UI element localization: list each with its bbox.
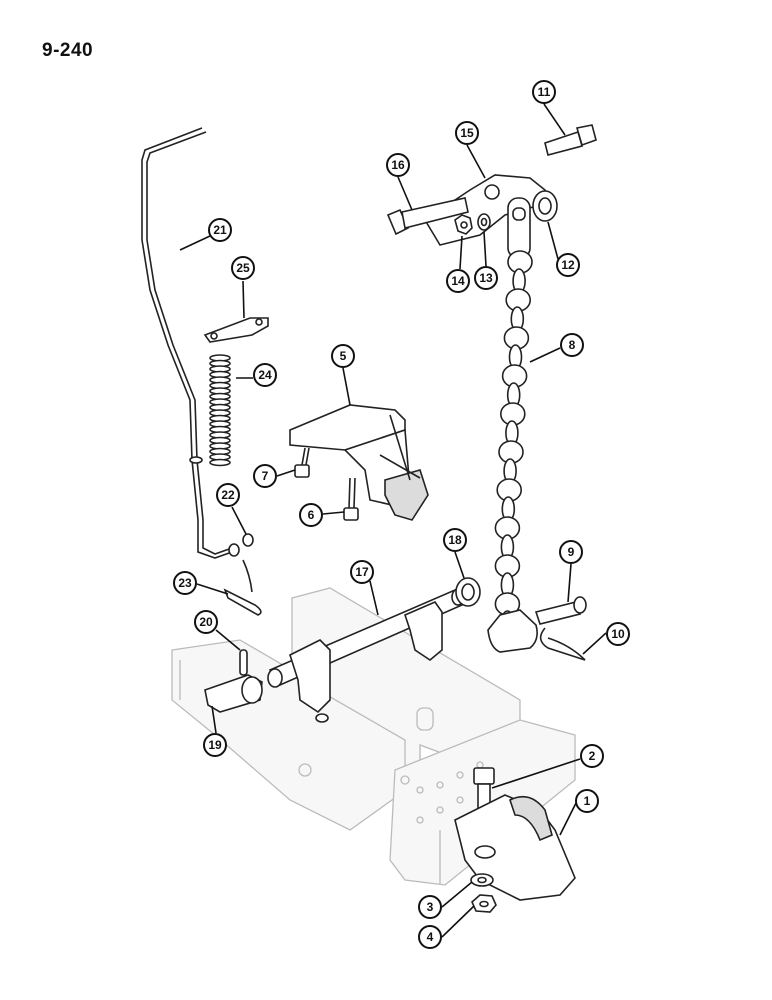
part-3-washer bbox=[470, 873, 494, 887]
callout-label: 19 bbox=[208, 738, 222, 752]
part-24-spring bbox=[209, 354, 231, 467]
callout-label: 3 bbox=[427, 900, 434, 914]
callout-label: 7 bbox=[262, 469, 269, 483]
callout-18: 18 bbox=[443, 528, 467, 552]
callout-13: 13 bbox=[474, 266, 498, 290]
part-9-pin bbox=[534, 596, 587, 625]
callout-15: 15 bbox=[455, 121, 479, 145]
callout-label: 23 bbox=[178, 576, 192, 590]
part-5-bracket bbox=[289, 404, 429, 521]
callout-10: 10 bbox=[606, 622, 630, 646]
callout-label: 8 bbox=[569, 338, 576, 352]
part-21-rod bbox=[141, 127, 240, 559]
callout-label: 4 bbox=[427, 930, 434, 944]
callout-label: 6 bbox=[308, 508, 315, 522]
callout-label: 18 bbox=[448, 533, 462, 547]
callouts: 1 2 3 4 5 6 7 8 9 10 11 12 13 14 15 16 1… bbox=[173, 80, 630, 949]
callout-17: 17 bbox=[350, 560, 374, 584]
part-20-roll-pin bbox=[239, 649, 248, 676]
part-19-arm bbox=[204, 674, 263, 713]
callout-label: 24 bbox=[258, 368, 272, 382]
part-23-cotter-pin bbox=[223, 559, 262, 616]
callout-8: 8 bbox=[560, 333, 584, 357]
part-16-bolt bbox=[386, 197, 469, 236]
part-12-spacer bbox=[532, 190, 558, 222]
callout-label: 5 bbox=[340, 349, 347, 363]
callout-19: 19 bbox=[203, 733, 227, 757]
callout-16: 16 bbox=[386, 153, 410, 177]
callout-3: 3 bbox=[418, 895, 442, 919]
part-11-bolt bbox=[544, 124, 597, 156]
spring-coil bbox=[209, 458, 231, 467]
callout-label: 13 bbox=[479, 271, 493, 285]
callout-7: 7 bbox=[253, 464, 277, 488]
part-25-retainer bbox=[203, 317, 269, 343]
callout-24: 24 bbox=[253, 363, 277, 387]
part-6-bolt bbox=[343, 477, 359, 521]
callout-6: 6 bbox=[299, 503, 323, 527]
callout-21: 21 bbox=[208, 218, 232, 242]
part-4-nut bbox=[471, 894, 497, 913]
callout-22: 22 bbox=[216, 483, 240, 507]
callout-label: 25 bbox=[236, 261, 250, 275]
callout-label: 11 bbox=[538, 85, 551, 99]
page-number: 9-240 bbox=[42, 40, 94, 61]
callout-label: 16 bbox=[391, 158, 405, 172]
callout-1: 1 bbox=[575, 789, 599, 813]
callout-label: 20 bbox=[199, 615, 213, 629]
callout-label: 22 bbox=[221, 488, 235, 502]
callout-label: 14 bbox=[451, 274, 465, 288]
callout-2: 2 bbox=[580, 744, 604, 768]
part-13-washer bbox=[477, 213, 491, 231]
part-14-nut bbox=[454, 214, 473, 235]
callout-14: 14 bbox=[446, 269, 470, 293]
callout-label: 10 bbox=[611, 627, 625, 641]
callout-9: 9 bbox=[559, 540, 583, 564]
part-7-bolt bbox=[294, 447, 310, 478]
callout-label: 9 bbox=[568, 545, 575, 559]
callout-label: 15 bbox=[460, 126, 474, 140]
callout-label: 21 bbox=[213, 223, 227, 237]
callout-5: 5 bbox=[331, 344, 355, 368]
part-17-shaft bbox=[267, 588, 465, 723]
part-8-chain bbox=[487, 197, 538, 653]
part-10-clip bbox=[539, 627, 586, 661]
callout-label: 17 bbox=[355, 565, 369, 579]
callout-11: 11 bbox=[532, 80, 556, 104]
leader-lines bbox=[179, 103, 607, 938]
callout-12: 12 bbox=[556, 253, 580, 277]
callout-label: 12 bbox=[561, 258, 575, 272]
callout-25: 25 bbox=[231, 256, 255, 280]
callout-20: 20 bbox=[194, 610, 218, 634]
callout-23: 23 bbox=[173, 571, 197, 595]
part-18-bushing bbox=[455, 577, 481, 607]
chain-end-clevis bbox=[487, 609, 538, 653]
part-22-washer bbox=[242, 533, 254, 547]
callout-4: 4 bbox=[418, 925, 442, 949]
callout-label: 1 bbox=[584, 794, 591, 808]
callout-label: 2 bbox=[589, 749, 596, 763]
